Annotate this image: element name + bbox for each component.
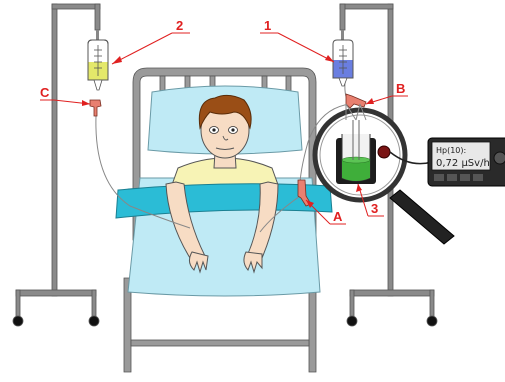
callout-lines [40, 32, 408, 225]
right-hand [243, 251, 263, 274]
left-hand [188, 251, 209, 274]
patient-arms [165, 181, 279, 274]
label-2: 2 [176, 18, 183, 33]
patient-head [198, 94, 252, 169]
vial [336, 103, 376, 184]
clamp-b [345, 93, 367, 109]
callout-arrowheads [82, 55, 374, 208]
magnifier-icon [312, 103, 455, 245]
dosimeter-icon: Hp(10): 0,72 µSv/h [427, 137, 505, 187]
left-iv-stand [12, 3, 101, 327]
detector-probe [377, 145, 391, 159]
label-1: 1 [264, 18, 271, 33]
label-3: 3 [371, 201, 378, 216]
label-b: B [396, 81, 405, 96]
hair [198, 94, 252, 130]
label-a: A [333, 209, 343, 224]
iv-bag-right [332, 30, 354, 87]
iv-clamp-icon [89, 99, 102, 117]
iv-bag-left [87, 30, 109, 91]
label-c: C [40, 85, 50, 100]
dosimeter-reading: 0,72 µSv/h [436, 158, 490, 169]
dosimeter-heading: Hp(10): [436, 146, 466, 155]
